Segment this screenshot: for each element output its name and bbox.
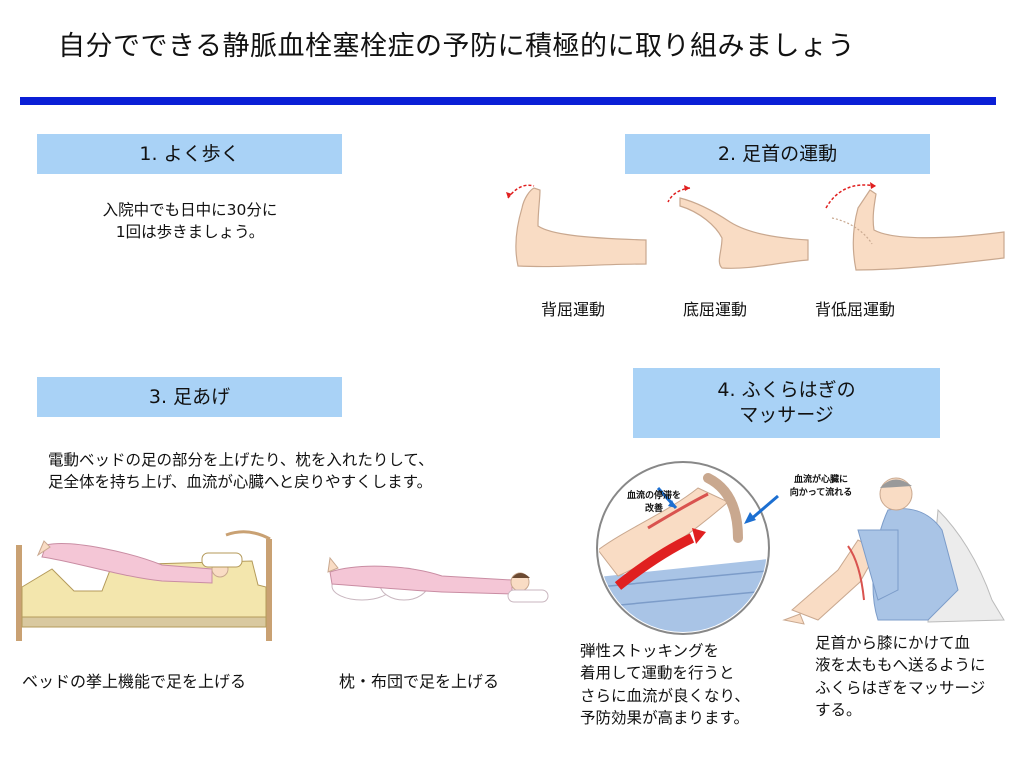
walk-text-line-1: 入院中でも日中に30分に <box>102 201 278 219</box>
stocking-note-line-1: 弾性ストッキングを <box>580 642 720 660</box>
massage-note-line-2: 液を太ももへ送るように <box>815 656 986 675</box>
heading-ankle-exercise: 2. 足首の運動 <box>625 134 930 174</box>
seated-patient-massage-illustration <box>782 477 1005 625</box>
heading-walk: 1. よく歩く <box>37 134 342 174</box>
page-title: 自分でできる静脈血栓塞栓症の予防に積極的に取り組みましょう <box>58 31 855 62</box>
massage-note: 足首から膝にかけて血 液を太ももへ送るように ふくらはぎをマッサージ する。 <box>815 632 986 722</box>
leg-raise-text-line-1: 電動ベッドの足の部分を上げたり、枕を入れたりして、 <box>48 451 434 469</box>
dorsi-plantarflexion-foot-illustration <box>825 182 1005 271</box>
flow-to-heart-arrow <box>744 494 779 524</box>
massage-note-line-3: ふくらはぎをマッサージ <box>815 678 986 697</box>
label-stagnation-line-1: 血流の停滞を <box>626 491 681 501</box>
massage-note-line-4: する。 <box>815 701 862 720</box>
label-stagnation-line-2: 改善 <box>644 504 663 514</box>
caption-plantarflexion: 底屈運動 <box>683 300 748 319</box>
label-flow-to-heart-line-1: 血流が心臓に <box>793 475 848 485</box>
title-rule <box>20 97 996 105</box>
caption-pillow-raise: 枕・布団で足を上げる <box>339 672 500 691</box>
leg-raise-text-line-2: 足全体を持ち上げ、血流が心臓へと戻りやすくします。 <box>48 473 433 492</box>
heading-leg-raise: 3. 足あげ <box>37 377 342 417</box>
heading-calf-massage: 4. ふくらはぎの マッサージ <box>633 368 940 438</box>
label-stagnation: 血流の停滞を 改善 <box>614 488 694 514</box>
caption-dorsi-plantarflexion: 背低屈運動 <box>815 300 896 319</box>
plantarflexion-foot-illustration <box>667 185 809 269</box>
heading-calf-massage-line-1: 4. ふくらはぎの <box>717 379 856 402</box>
stocking-note-line-3: さらに血流が良くなり、 <box>580 686 750 705</box>
walk-text-line-2: 1回は歩きましょう。 <box>115 223 265 242</box>
caption-dorsiflexion: 背屈運動 <box>541 300 606 319</box>
stocking-note: 弾性ストッキングを 着用して運動を行うと さらに血流が良くなり、 予防効果が高ま… <box>580 640 750 730</box>
label-flow-to-heart: 血流が心臓に 向かって流れる <box>776 472 866 498</box>
stocking-note-line-2: 着用して運動を行うと <box>580 664 735 683</box>
walk-text: 入院中でも日中に30分に 1回は歩きましょう。 <box>60 199 320 244</box>
leg-raise-text: 電動ベッドの足の部分を上げたり、枕を入れたりして、 足全体を持ち上げ、血流が心臓… <box>48 449 434 494</box>
heading-calf-massage-line-2: マッサージ <box>739 404 834 426</box>
dorsiflexion-foot-illustration <box>506 184 647 268</box>
pillow-leg-raise-illustration <box>327 556 549 603</box>
calf-massage-closeup-illustration <box>596 461 770 635</box>
caption-bed-raise: ベッドの挙上機能で足を上げる <box>22 672 247 691</box>
label-flow-to-heart-line-2: 向かって流れる <box>789 488 853 498</box>
massage-note-line-1: 足首から膝にかけて血 <box>815 634 971 652</box>
electric-bed-illustration <box>16 530 272 641</box>
stocking-note-line-4: 予防効果が高まります。 <box>580 709 749 728</box>
